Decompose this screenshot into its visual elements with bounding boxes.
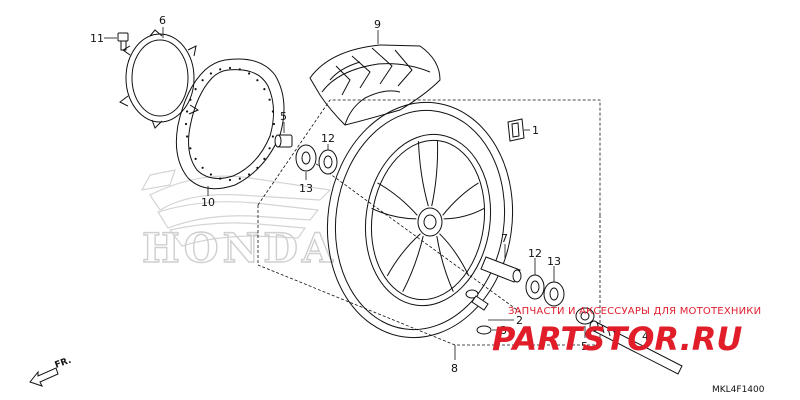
callout-12-left: 12 [321, 132, 335, 145]
wheel-spoke [371, 207, 417, 220]
callout-2: 2 [516, 314, 523, 327]
disc-hole [248, 173, 251, 176]
disc-hole [268, 98, 271, 101]
part-9-tire [309, 44, 441, 126]
disc-hole [186, 110, 189, 113]
disc-hole [263, 157, 266, 160]
disc-hole [248, 72, 251, 75]
disc-hole [201, 166, 204, 169]
disc-hole [271, 135, 274, 138]
callout-5-left: 5 [280, 110, 287, 123]
part-8-wheel [326, 101, 514, 339]
disc-hole [256, 79, 259, 82]
disc-hole [209, 173, 212, 176]
disc-hole [228, 66, 232, 70]
wheel-spoke [402, 235, 424, 292]
callout-5-right: 5 [581, 340, 588, 353]
disc-hole [189, 147, 192, 150]
part-4-axle [589, 320, 683, 375]
disc-hole [228, 178, 232, 182]
callout-9: 9 [374, 18, 381, 31]
callout-13-right: 13 [547, 255, 561, 268]
callout-4: 4 [642, 330, 649, 343]
front-direction-label: FR. [54, 356, 73, 371]
wheel-spoke [431, 141, 439, 207]
wheel-spoke [377, 182, 418, 216]
disc-hole [189, 98, 192, 101]
part-3-oring [476, 325, 492, 335]
callout-1: 1 [532, 124, 539, 137]
part-5-spacer-left [274, 134, 293, 148]
shop-name-watermark: PARTSTOR.RU [492, 320, 742, 358]
leader-guides [257, 99, 601, 346]
part-6-disc-carrier [119, 29, 200, 129]
callout-3: 3 [500, 324, 507, 337]
callout-12-right: 12 [528, 247, 542, 260]
disc-hole [268, 147, 271, 150]
callout-6: 6 [159, 14, 166, 27]
wheel-spoke [418, 141, 429, 207]
callout-10: 10 [201, 196, 215, 209]
part-13-seal-left [295, 144, 317, 172]
callout-8: 8 [451, 362, 458, 375]
shop-tagline-watermark: ЗАПЧАСТИ И АКСЕССУАРЫ ДЛЯ МОТОТЕХНИКИ [508, 306, 761, 317]
wheel-spoke [442, 182, 479, 216]
part-12-bearing-left [318, 149, 338, 175]
disc-hole [238, 68, 241, 71]
disc-hole [209, 72, 212, 75]
honda-brand-watermark: HONDA [142, 225, 337, 272]
callout-7: 7 [501, 232, 508, 245]
brake-disc-holes [184, 66, 276, 182]
wheel-spoke [386, 233, 421, 277]
disc-hole [271, 110, 274, 113]
front-direction-arrow-icon [29, 367, 59, 387]
wheel-spoke [443, 207, 485, 220]
disc-hole [219, 68, 222, 71]
disc-hole [184, 122, 188, 126]
disc-hole [194, 88, 197, 91]
disc-hole [194, 157, 197, 160]
figure-code: MKL4F1400 [712, 385, 765, 395]
part-7-collar [480, 256, 522, 283]
part-1-clip [507, 118, 525, 142]
disc-hole [201, 79, 204, 82]
callout-13-left: 13 [299, 182, 313, 195]
wheel-spoke [439, 233, 470, 277]
disc-hole [186, 135, 189, 138]
part-5-spacer-right [575, 307, 595, 325]
callout-leaders [104, 27, 586, 360]
disc-hole [238, 177, 241, 180]
honda-wing-watermark [140, 169, 332, 247]
part-12-bearing-right [525, 274, 545, 300]
part-13-seal-right [543, 281, 565, 307]
disc-hole [219, 177, 222, 180]
disc-hole [256, 166, 259, 169]
disc-hole [263, 88, 266, 91]
disc-hole [272, 122, 276, 126]
part-2-valve [465, 289, 489, 311]
part-10-brake-disc [175, 58, 285, 190]
callout-11: 11 [90, 32, 104, 45]
wheel-spokes [371, 141, 485, 292]
wheel-spoke [436, 235, 454, 292]
